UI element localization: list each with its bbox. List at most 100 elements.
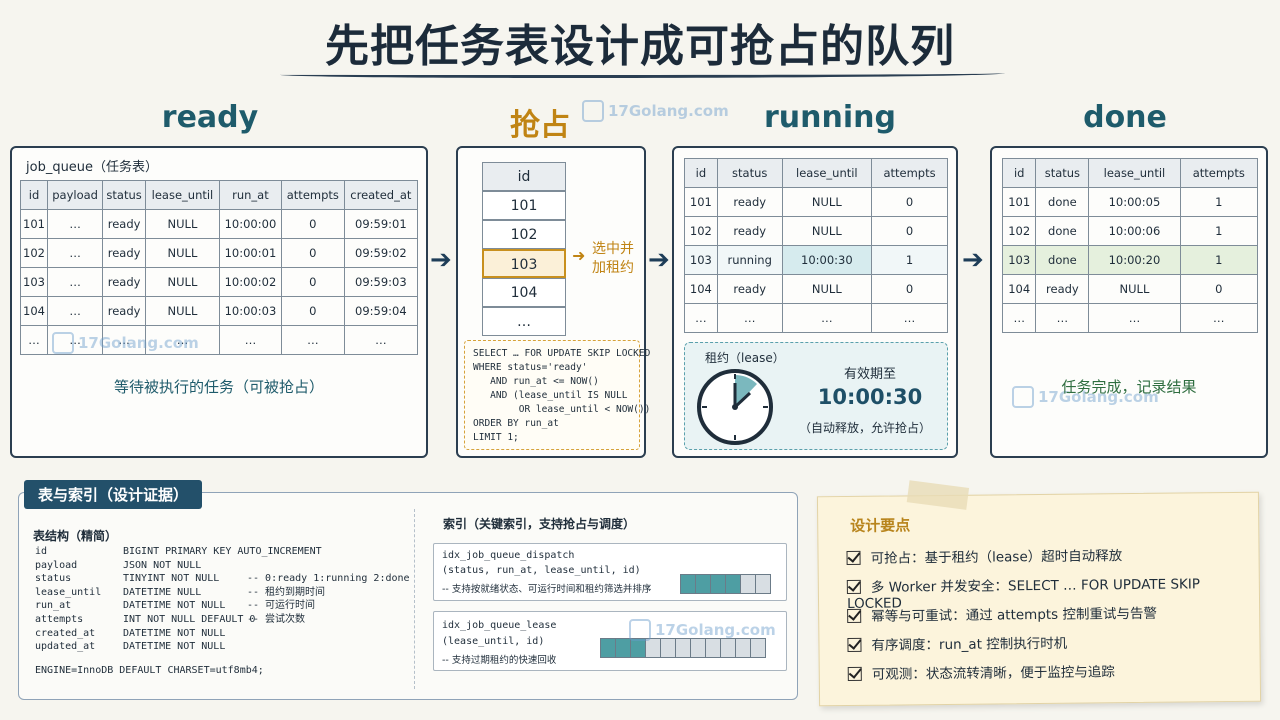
grab-id-cell: 102 [482,220,566,249]
schema-col-type: DATETIME NULL [123,586,202,598]
stage-label-grab: 抢占 [510,108,570,143]
checkbox-icon [846,550,861,566]
schema-col-type: BIGINT PRIMARY KEY AUTO_INCREMENT [123,546,322,557]
page-title: 先把任务表设计成可抢占的队列 [325,21,955,72]
clock-icon [697,369,773,445]
table-cell: … [280,325,345,355]
table-cell: 09:59:02 [343,238,419,268]
grab-id-cell: … [482,307,566,336]
table-cell: … [47,325,104,355]
schema-col-type: DATETIME NOT NULL [123,627,226,639]
schema-col-comment: -- 尝试次数 [247,613,306,625]
grab-id-cell: 101 [482,191,566,220]
index-bar-icon [600,638,766,662]
schema-col-name: attempts [35,613,84,625]
sql-box: SELECT … FOR UPDATE SKIP LOCKED WHERE st… [464,340,650,450]
index-bar-icon [680,574,771,598]
table-cell: 10:00:00 [218,209,282,239]
note-text: 可观测：状态流转清晰，便于监控与追踪 [871,664,1115,683]
table-header-cell: run_at [218,180,282,210]
table-cell: … [1035,303,1090,333]
table-row: ………………… [19,325,419,355]
table-cell: 0 [1179,274,1259,304]
table-cell: 104 [1001,274,1037,304]
table-header-cell: id [684,158,718,188]
table-cell: ready [102,209,147,239]
schema-col-type: DATETIME NOT NULL [123,641,226,653]
ready-panel-caption: job_queue（任务表） [26,160,159,175]
table-cell: 0 [871,187,948,217]
watermark-logo-icon [582,100,604,122]
table-header-cell: attempts [280,180,345,210]
table-cell: ready [716,216,783,246]
table-cell: NULL [1088,274,1181,304]
schema-row: updated_at DATETIME NOT NULL [35,640,410,654]
table-cell: 10:00:06 [1088,216,1181,246]
table-header-cell: status [1035,158,1090,188]
note-item: 可抢占：基于租约（lease）超时自动释放 [846,543,1258,576]
table-cell: 102 [1001,216,1037,246]
index-name: idx_job_queue_dispatch [442,550,575,561]
schema-col-name: updated_at [35,641,96,653]
table-cell: done [1035,187,1090,217]
table-cell: NULL [781,274,873,304]
table-cell: 102 [19,238,49,268]
table-cell: 103 [19,267,49,297]
table-cell: … [218,325,282,355]
schema-col-type: DATETIME NOT NULL [123,600,226,612]
table-header-cell: attempts [871,158,948,188]
table-cell: 101 [1001,187,1037,217]
watermark-logo-icon [52,332,74,354]
watermark-logo-icon [629,619,651,641]
ready-note: 等待被执行的任务（可被抢占） [113,378,324,396]
table-cell: 0 [280,209,345,239]
watermark: 17Golang.com [582,100,729,122]
table-row: ………… [684,303,948,333]
selected-label: 选中并 加租约 [592,241,634,276]
table-cell: 0 [280,296,345,326]
schema-col-comment: -- 租约到期时间 [247,586,326,598]
table-header-cell: lease_until [1088,158,1181,188]
table-cell: 10:00:01 [218,238,282,268]
table-cell: ready [716,187,783,217]
table-cell: 10:00:03 [218,296,282,326]
schema-col-comment: -- 可运行时间 [247,600,316,612]
table-cell: done [1035,245,1090,275]
arrow-right-icon: ➔ [962,245,984,275]
index-cols: (status, run_at, lease_until, id) [442,565,641,576]
table-cell: 101 [19,209,49,239]
note-item: 有序调度：run_at 控制执行时机 [847,630,1259,663]
index-lease: idx_job_queue_lease (lease_until, id) --… [433,611,787,671]
grab-id-cell: 104 [482,278,566,307]
table-header-cell: attempts [1179,158,1259,188]
arrow-right-icon: ➔ [648,245,670,275]
index-dispatch: idx_job_queue_dispatch (status, run_at, … [433,543,787,601]
notes-title: 设计要点 [850,516,911,535]
index-cols: (lease_until, id) [442,636,545,647]
schema-col-name: status [35,573,72,585]
table-cell: ready [102,296,147,326]
grab-id-cell-selected: 103 [482,249,566,278]
table-cell: NULL [145,238,220,268]
stage-label-running: running [764,100,896,135]
table-cell: 103 [1001,245,1037,275]
grab-panel: id 101 102 103 104 … ➜ 选中并 加租约 SELECT … … [456,146,650,458]
table-cell: 0 [871,274,948,304]
note-text: 幂等与可重试：通过 attempts 控制重试与告警 [871,605,1158,625]
table-cell: … [1179,303,1259,333]
arrow-right-icon: ➔ [430,245,452,275]
schema-engine: ENGINE=InnoDB DEFAULT CHARSET=utf8mb4; [35,665,264,676]
table-header-cell: id [19,180,49,210]
